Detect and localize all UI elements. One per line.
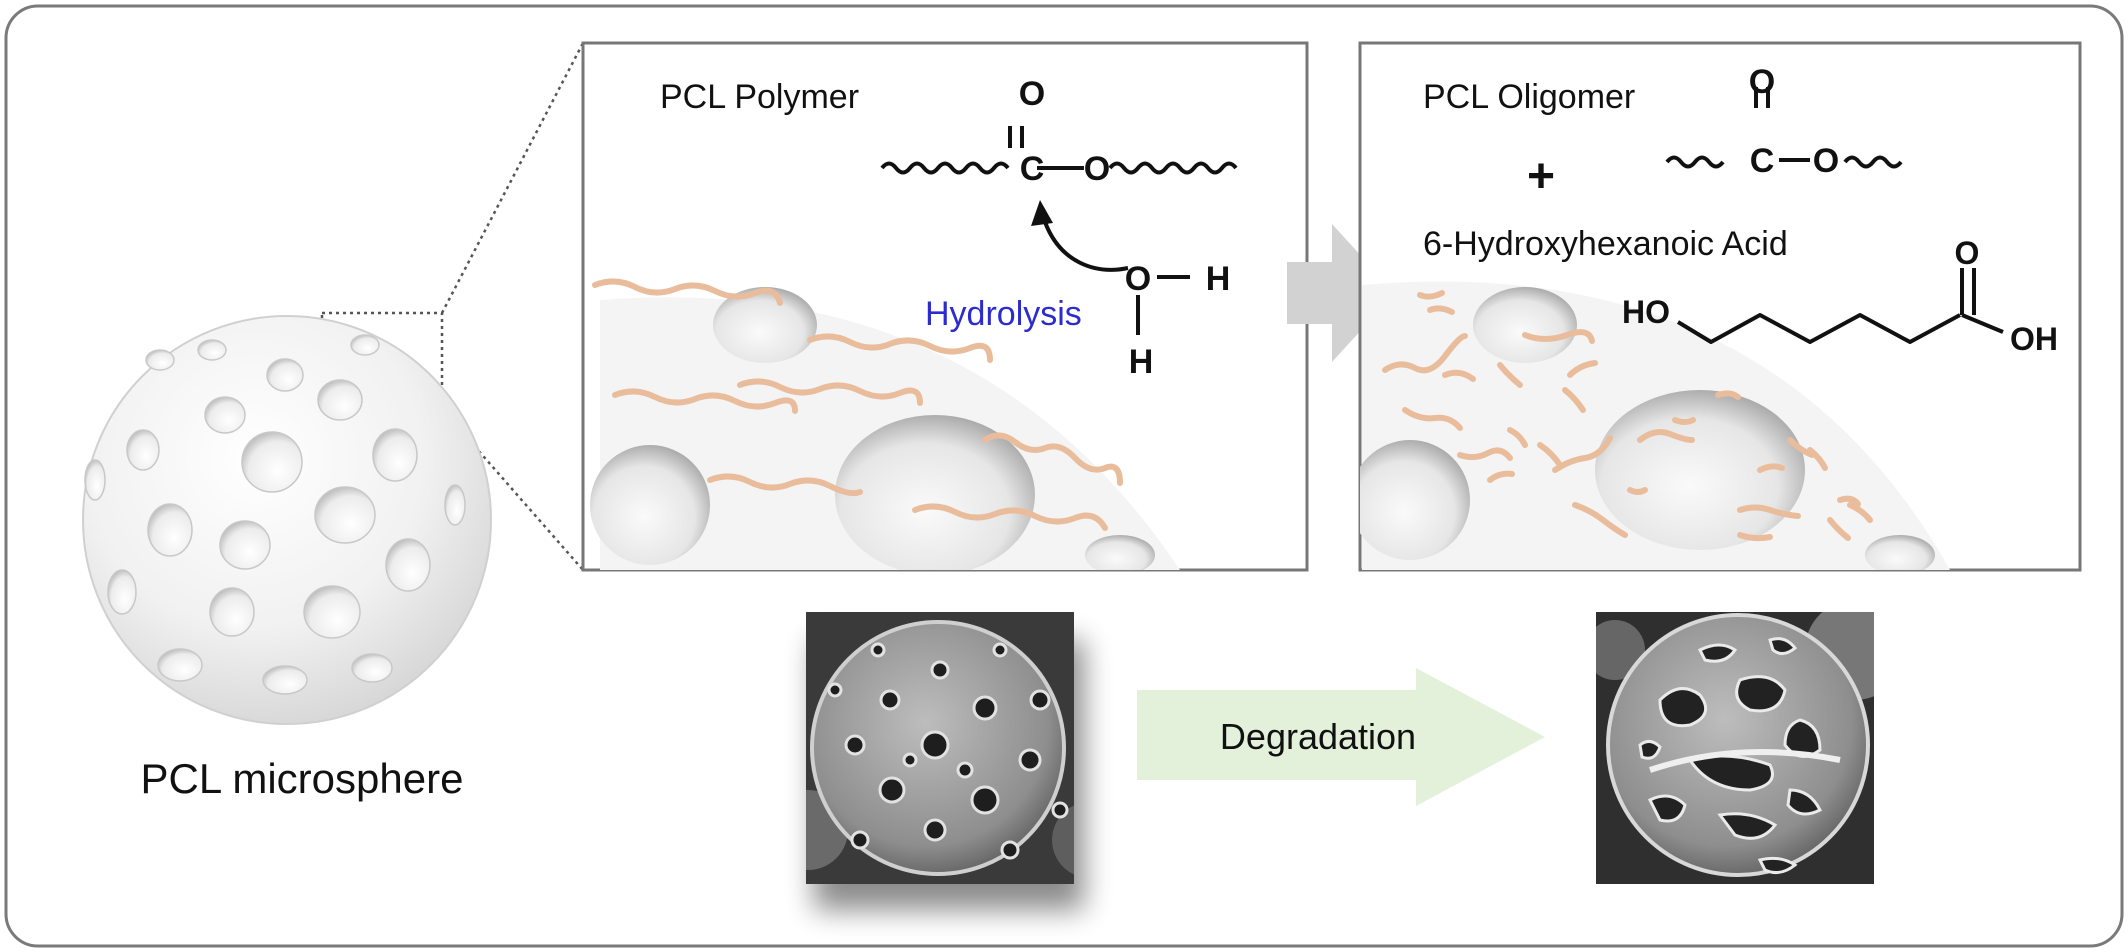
sem-image-after [1596,612,1874,884]
acid-hydroxyl-group: HO [1622,294,1670,330]
water-hydrogen-1: H [1206,260,1231,298]
panel-transition-arrow [1287,224,1395,362]
polymer-carbonyl-o: O [1019,75,1045,113]
polymer-chains [592,278,1123,531]
water-hydrogen-2: H [1129,343,1154,381]
polymer-ester-structure [880,126,1238,272]
oligomer-ester-o: O [1813,142,1839,180]
microsphere-label: PCL microsphere [141,755,464,802]
hydrolysis-label: Hydrolysis [925,295,1082,333]
sem-image-before [806,612,1084,910]
acid-name: 6-Hydroxyhexanoic Acid [1423,225,1788,263]
oligomer-fragments [1382,290,1873,542]
oligomer-carbonyl-o: O [1749,63,1775,101]
nucleophilic-attack-arrowhead [1031,200,1053,226]
polymer-carbon: C [1020,150,1045,188]
degradation-label: Degradation [1220,716,1416,757]
oligomer-title: PCL Oligomer [1423,78,1635,116]
polymer-ester-o: O [1084,150,1110,188]
oligomer-ester-structure [1665,87,1903,169]
polymer-panel: PCL Polymer O C O O H H Hydrolysis [581,41,1309,572]
degradation-arrow[interactable] [1137,668,1545,806]
acid-carboxyl-oh: OH [2010,321,2058,357]
water-oxygen: O [1125,260,1151,298]
plus-sign: + [1527,150,1555,203]
acid-carbonyl-o: O [1955,235,1980,271]
oligomer-panel: PCL Oligomer + O C O 6-Hydroxyhexanoic A… [1358,41,2082,572]
microsphere-illustration [82,315,492,725]
water-molecule: O H H [1125,260,1231,381]
polymer-title: PCL Polymer [660,78,859,116]
oligomer-carbon: C [1750,142,1775,180]
hydroxyhexanoic-acid-structure [1676,268,2004,344]
